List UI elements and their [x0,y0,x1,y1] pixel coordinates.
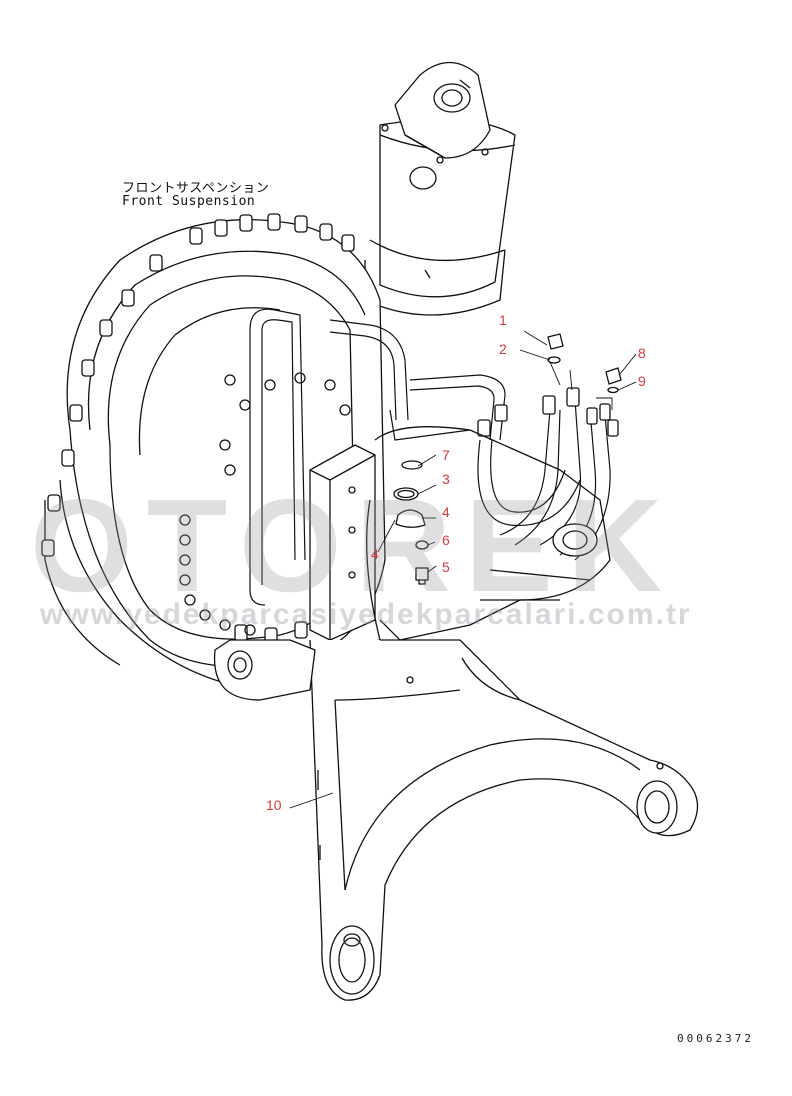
callout-2[interactable]: 2 [499,341,507,357]
hose-fittings [477,387,619,437]
clamp-4 [395,509,426,528]
watermark-logo: OTOREK [30,472,677,619]
valve-block [309,444,376,641]
callout-6[interactable]: 6 [442,532,450,548]
callout-3[interactable]: 3 [442,471,450,487]
callout-9[interactable]: 9 [638,373,646,389]
strut-top-eye [394,62,491,159]
diagram-title-en: Front Suspension [122,194,256,209]
callout-7[interactable]: 7 [442,447,450,463]
bolt-1 [547,333,564,350]
strut-cylinder [364,118,516,316]
washer-9 [607,386,619,394]
axle-housing [329,426,611,651]
wheel-hub [44,219,386,691]
callout-4-clamp[interactable]: 4 [442,504,450,520]
diagram-title-jp: フロントサスペンション [122,181,270,196]
bolt-5 [415,567,429,585]
callout-1[interactable]: 1 [499,312,507,328]
brake-piping [249,308,471,606]
cap-8 [605,367,622,385]
leader-lines [289,330,637,809]
hydraulic-hoses [409,374,611,561]
hub-bolt-ring [41,213,355,645]
callout-8[interactable]: 8 [638,345,646,361]
o-ring-7 [401,460,423,470]
watermark-url: www.yedekparcasiyedekparcalari.com.tr [40,598,692,631]
hub-lower-bracket [213,639,316,701]
washer-2 [547,356,561,364]
callout-5[interactable]: 5 [442,559,450,575]
drawing-number: 00062372 [677,1032,754,1045]
callout-10[interactable]: 10 [266,797,282,813]
callout-4-lower[interactable]: 4 [371,546,379,562]
suspension-arm [309,639,699,1001]
